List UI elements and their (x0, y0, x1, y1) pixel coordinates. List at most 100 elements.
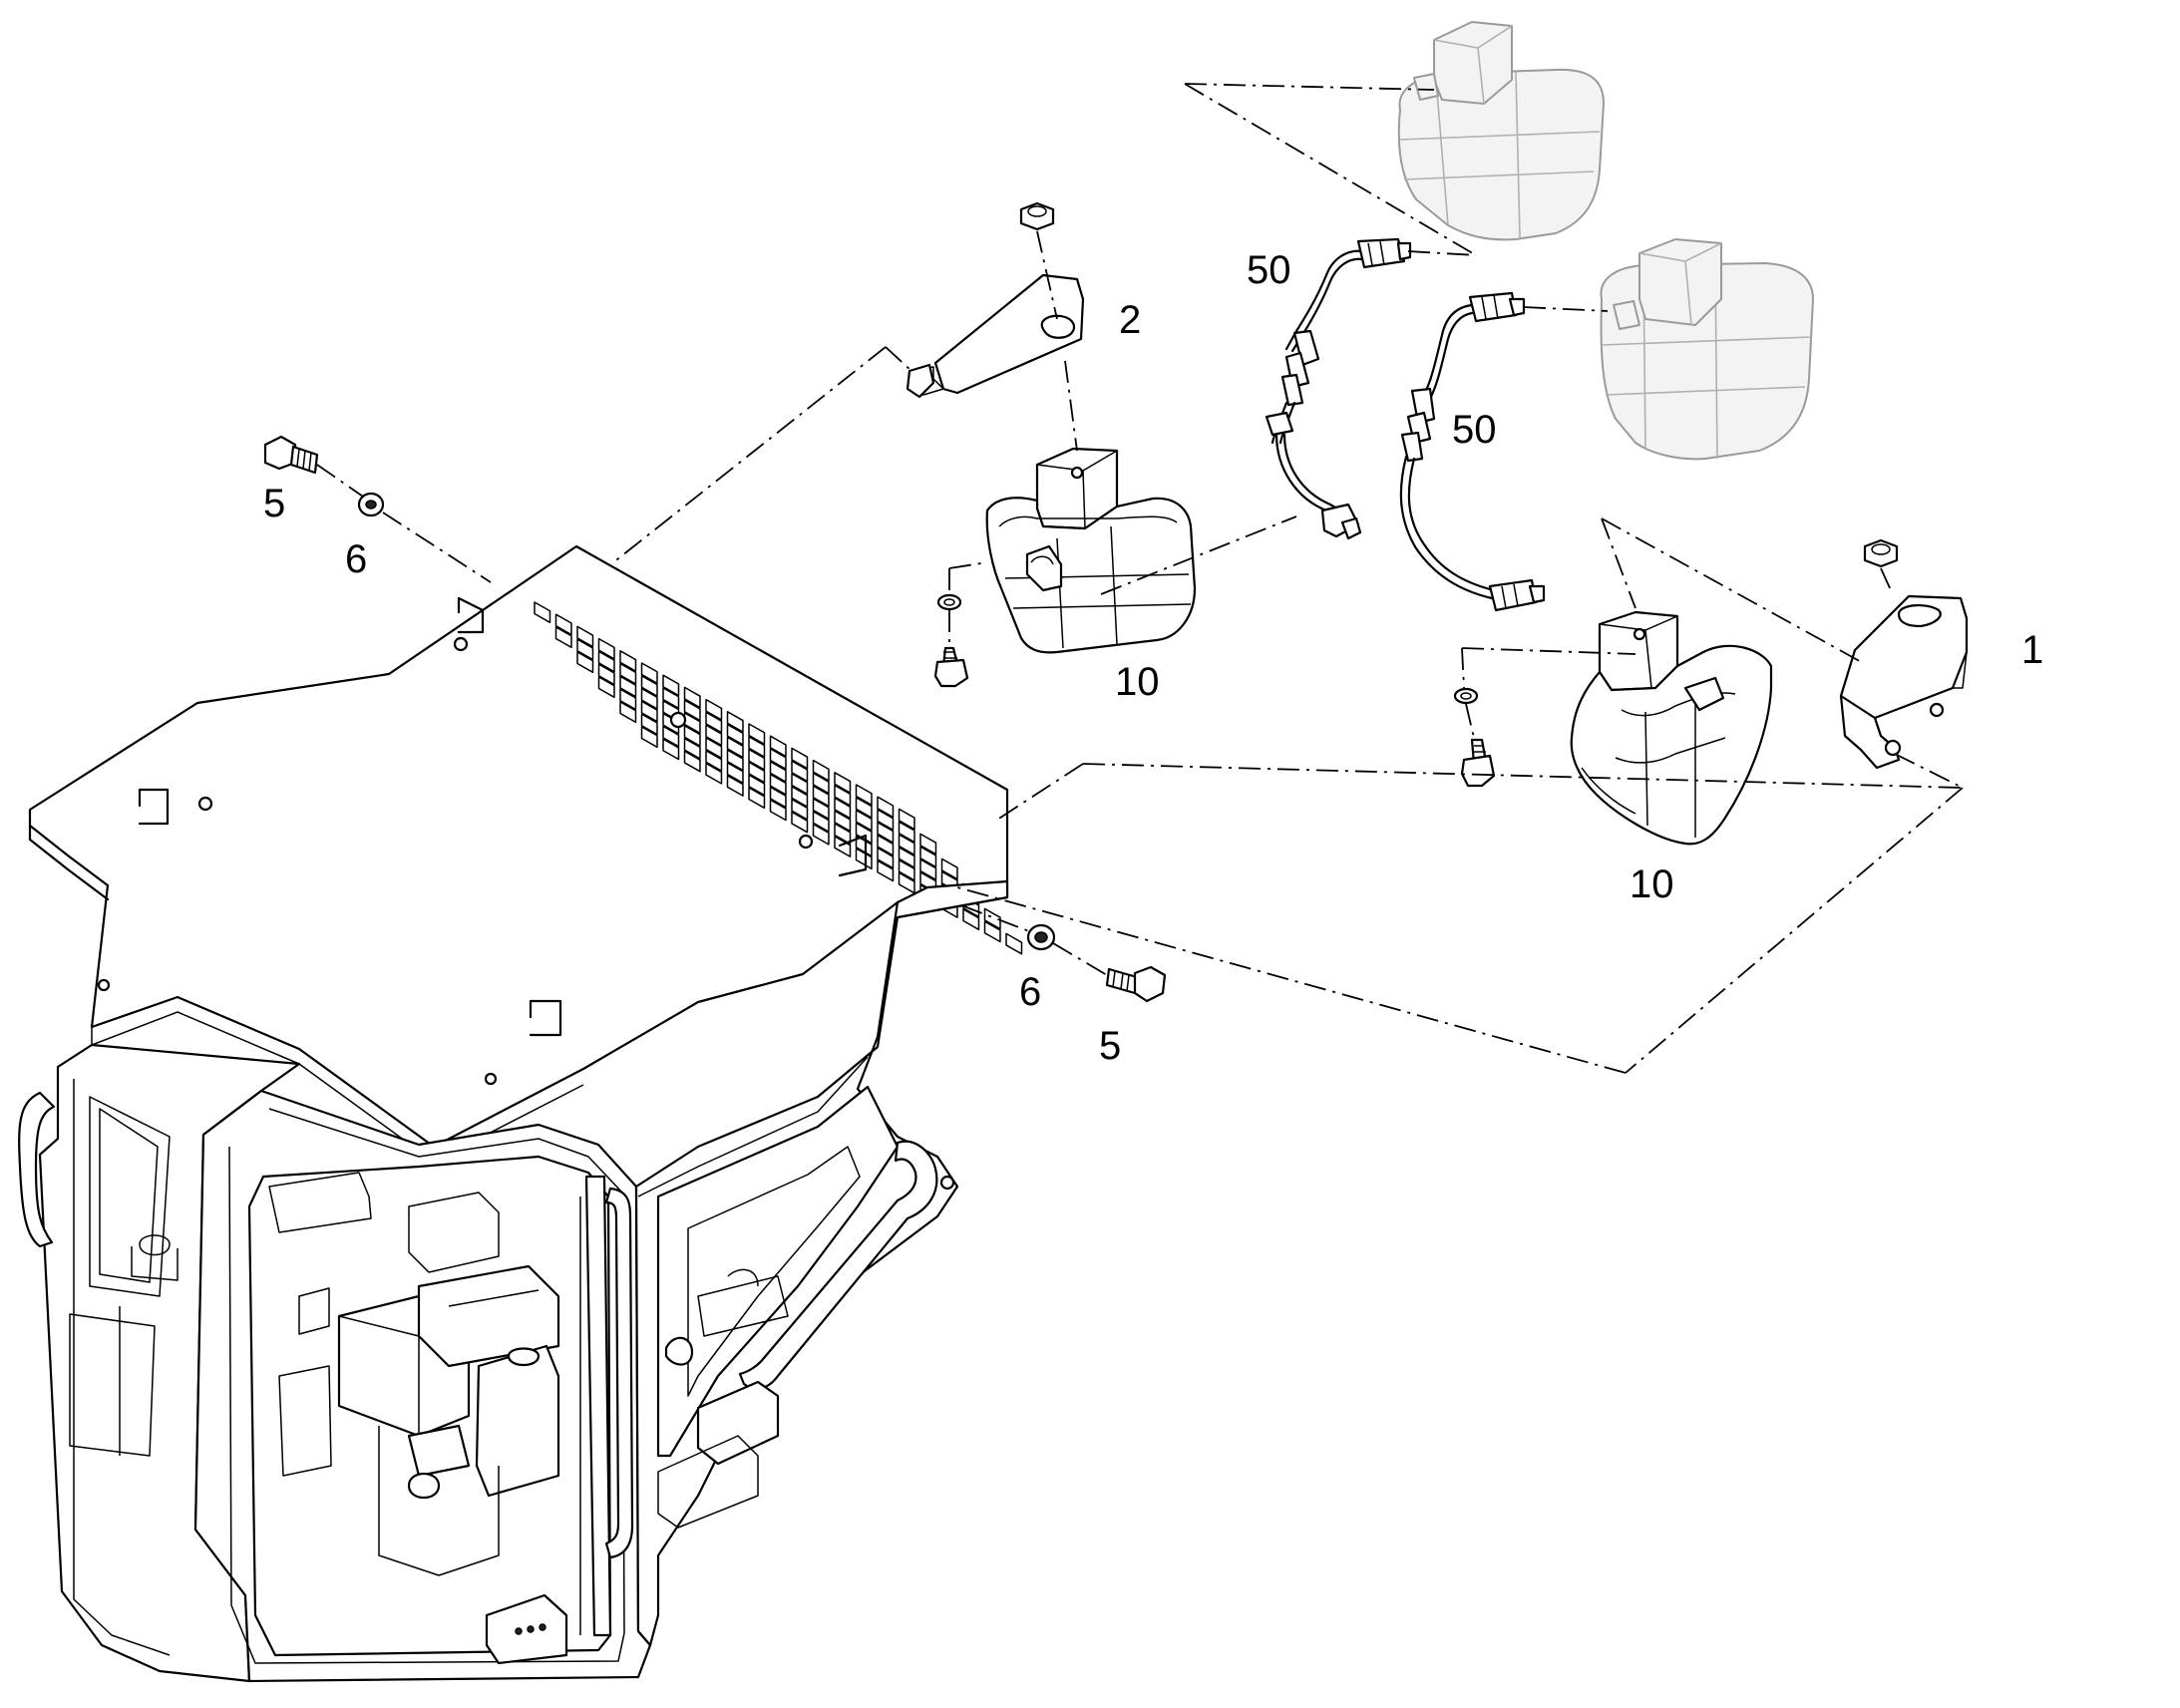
vent-slot (726, 723, 744, 746)
vent-slot (919, 833, 937, 855)
vent-slot (726, 711, 744, 733)
vent-slot (640, 713, 658, 736)
callout-2: 2 (1119, 298, 1141, 342)
vent-slot (683, 737, 701, 760)
vent-slot (898, 834, 915, 856)
bracket-1 (1839, 594, 1969, 770)
vent-slot (919, 846, 937, 868)
vent-slot (834, 784, 852, 807)
callout-50-lower: 50 (1452, 408, 1497, 452)
vent-slot (597, 637, 615, 660)
vent-slot (748, 723, 766, 746)
vent-slot (597, 676, 615, 699)
washer-6-lower (1026, 923, 1056, 951)
vent-slot (791, 747, 809, 770)
vent-slot (619, 662, 637, 685)
vent-slot (855, 809, 873, 832)
screw-left-light (933, 646, 969, 688)
ghost-light-top (1397, 21, 1605, 241)
vent-slot (748, 736, 766, 758)
callout-6-lower: 6 (1019, 970, 1041, 1014)
vent-slot (791, 786, 809, 808)
vent-slot (554, 613, 572, 636)
vent-slot (726, 775, 744, 797)
vent-slot (898, 808, 915, 831)
vent-slot (597, 663, 615, 686)
vent-slot (640, 726, 658, 749)
washer-right-light (1453, 687, 1479, 705)
vent-slot (726, 736, 744, 759)
vent-slot (877, 809, 895, 832)
vent-slot (855, 784, 873, 807)
vent-slot (1005, 932, 1023, 955)
vent-slot (898, 847, 915, 868)
bolt-5-upper (263, 435, 319, 475)
vent-slot (683, 699, 701, 722)
vent-slot (662, 725, 680, 748)
vent-slot (812, 798, 830, 821)
vent-slot (962, 908, 980, 931)
nut-upper-left (1019, 201, 1055, 231)
vent-slot (748, 761, 766, 784)
callout-5-upper: 5 (263, 482, 285, 525)
vent-slot (640, 675, 658, 697)
vent-slot (705, 737, 723, 760)
vent-slot (683, 686, 701, 709)
vent-slot (705, 711, 723, 734)
vent-slot (812, 759, 830, 782)
vent-slot (662, 674, 680, 697)
work-light-10-right (1570, 610, 1773, 846)
vent-slot (855, 822, 873, 845)
vent-slot (683, 725, 701, 747)
vent-slot (812, 823, 830, 846)
callout-10-left: 10 (1115, 660, 1160, 704)
vent-slot (748, 774, 766, 797)
callout-6-upper: 6 (345, 537, 367, 581)
vent-slot (940, 857, 958, 880)
vent-slot (769, 735, 787, 758)
vent-slot (705, 698, 723, 721)
callout-5-lower: 5 (1099, 1024, 1121, 1068)
vent-slot (877, 796, 895, 819)
vent-slot (640, 700, 658, 723)
callout-10-right: 10 (1630, 862, 1674, 906)
vent-slot (834, 810, 852, 833)
vent-slot (662, 738, 680, 761)
vent-slot (705, 750, 723, 772)
vent-slot (619, 688, 637, 711)
vent-slot (683, 750, 701, 773)
cab-body (18, 544, 1023, 1683)
vent-slot (769, 799, 787, 822)
vent-slot (983, 920, 1001, 943)
washer-6-upper (357, 492, 385, 517)
vent-slot (769, 786, 787, 809)
wire-harness-50-upper (1265, 237, 1412, 540)
bracket-2 (906, 273, 1085, 399)
vent-slot (898, 858, 915, 881)
vent-slot (812, 785, 830, 808)
vent-slot (791, 760, 809, 783)
callout-50-upper: 50 (1247, 248, 1291, 292)
vent-slot (855, 797, 873, 819)
vent-slot (812, 811, 830, 833)
vent-slot (834, 823, 852, 846)
vent-slot (769, 773, 787, 796)
vent-slot (834, 836, 852, 857)
callout-labels: 1 2 5 6 6 5 10 10 50 50 (263, 248, 2043, 1068)
vent-slot (748, 787, 766, 810)
wire-harness-50-lower (1399, 291, 1546, 612)
leader-lines (316, 83, 1964, 1074)
vent-slot (619, 701, 637, 724)
vent-slot (769, 748, 787, 771)
callout-1: 1 (2021, 628, 2043, 672)
screw-right-light (1460, 738, 1496, 788)
bolt-5-lower (1105, 965, 1167, 1003)
vent-slot (791, 773, 809, 796)
vent-slot (877, 859, 895, 882)
vent-slot (877, 822, 895, 844)
vent-slot (748, 748, 766, 771)
vent-slot (983, 907, 1001, 930)
vent-slot (769, 761, 787, 783)
vent-slot (791, 798, 809, 821)
